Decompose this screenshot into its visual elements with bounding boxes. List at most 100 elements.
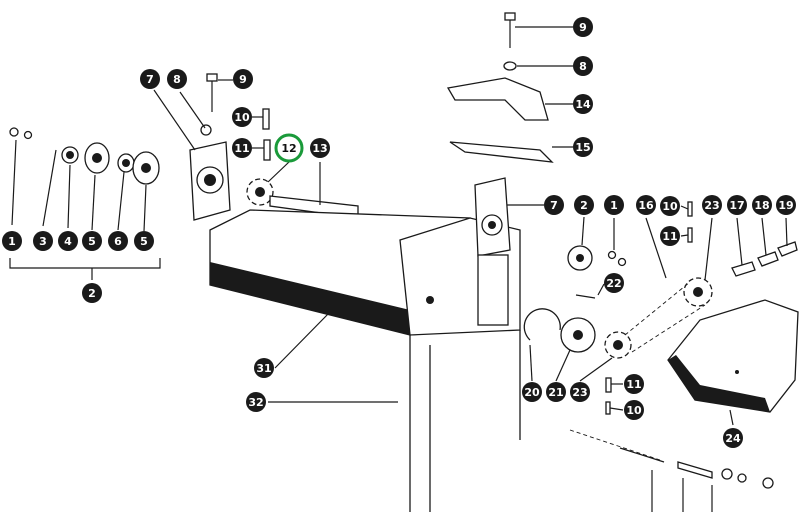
callout-badge	[232, 107, 252, 127]
callout-number: 32	[248, 396, 263, 409]
nut-part	[503, 61, 517, 71]
callout-badge	[727, 195, 747, 215]
callout-number: 1	[8, 235, 16, 248]
bolt-part	[575, 294, 596, 299]
callout-badge	[574, 195, 594, 215]
chain-guard-cover	[667, 299, 799, 413]
callout-badge	[752, 195, 772, 215]
callout-11: 11	[232, 138, 252, 158]
callout-badge	[660, 196, 680, 216]
callout-5: 5	[82, 231, 102, 251]
callout-number: 8	[579, 60, 587, 73]
callout-badge	[2, 231, 22, 251]
callout-badge	[546, 382, 566, 402]
callout-number: 7	[146, 73, 154, 86]
callout-badge	[573, 137, 593, 157]
callout-number: 10	[662, 200, 678, 213]
right-drive-parts	[523, 201, 798, 415]
callout-number: 21	[548, 386, 563, 399]
callout-21: 21	[546, 382, 566, 402]
callout-number: 8	[173, 73, 181, 86]
bottom-fasteners	[569, 429, 774, 512]
callout-number: 13	[312, 142, 327, 155]
key-part	[263, 139, 271, 161]
callout-10: 10	[232, 107, 252, 127]
drive-shaft-assembly	[246, 108, 359, 219]
callout-number: 9	[239, 73, 247, 86]
callout-number: 11	[626, 378, 641, 391]
cover-plate-part	[446, 77, 549, 121]
callout-badge	[108, 231, 128, 251]
callout-number: 17	[729, 199, 744, 212]
callout-24: 24	[723, 428, 743, 448]
callout-number: 19	[778, 199, 793, 212]
callout-32: 32	[246, 392, 266, 412]
callout-badge	[604, 273, 624, 293]
callout-18: 18	[752, 195, 772, 215]
chain-line	[631, 304, 706, 353]
leader-lines	[9, 26, 788, 426]
callout-9: 9	[573, 17, 593, 37]
callout-badge	[573, 56, 593, 76]
callout-1: 1	[604, 195, 624, 215]
callout-number: 5	[140, 235, 148, 248]
callout-10: 10	[660, 196, 680, 216]
callout-11: 11	[624, 374, 644, 394]
chain-link-part	[731, 261, 756, 277]
callout-number: 11	[662, 230, 677, 243]
callout-13: 13	[310, 138, 330, 158]
callout-10: 10	[624, 400, 644, 420]
circlip-part	[523, 308, 561, 341]
callout-2: 2	[82, 283, 102, 303]
callout-badge	[254, 358, 274, 378]
callout-badge	[522, 382, 542, 402]
callout-number: 18	[754, 199, 769, 212]
nut-part	[200, 124, 212, 136]
callout-badge	[573, 17, 593, 37]
callout-badge	[232, 138, 252, 158]
callout-number: 2	[580, 199, 588, 212]
callout-4: 4	[58, 231, 78, 251]
callout-number: 23	[704, 199, 719, 212]
chain-link-part	[777, 241, 798, 257]
callout-number: 22	[606, 277, 621, 290]
top-cover-parts	[446, 12, 554, 163]
callout-badge	[544, 195, 564, 215]
callout-15: 15	[573, 137, 593, 157]
bracket-part	[449, 141, 554, 163]
callout-badge	[167, 69, 187, 89]
callout-badge	[310, 138, 330, 158]
callout-16: 16	[636, 195, 656, 215]
callout-1: 1	[2, 231, 22, 251]
callout-badge	[723, 428, 743, 448]
chain-line	[624, 281, 691, 336]
callout-2: 2	[574, 195, 594, 215]
callout-number: 10	[234, 111, 250, 124]
callout-14: 14	[573, 94, 593, 114]
callout-3: 3	[33, 231, 53, 251]
callout-badge	[134, 231, 154, 251]
callout-number: 23	[572, 386, 587, 399]
callout-number: 15	[575, 141, 590, 154]
callout-number: 14	[575, 98, 591, 111]
callout-23: 23	[702, 195, 722, 215]
callout-22: 22	[604, 273, 624, 293]
callout-12: 12	[274, 133, 304, 163]
callout-number: 9	[579, 21, 587, 34]
washer-part	[23, 130, 33, 140]
callout-number: 3	[39, 235, 47, 248]
callout-19: 19	[776, 195, 796, 215]
callout-badge	[246, 392, 266, 412]
callout-badge	[58, 231, 78, 251]
callout-badge	[624, 400, 644, 420]
callout-6: 6	[108, 231, 128, 251]
callout-badge	[776, 195, 796, 215]
callout-badge	[33, 231, 53, 251]
washer-part	[9, 127, 19, 137]
callout-number: 6	[114, 235, 122, 248]
left-bearing-housing	[189, 73, 231, 221]
callout-number: 10	[626, 404, 642, 417]
